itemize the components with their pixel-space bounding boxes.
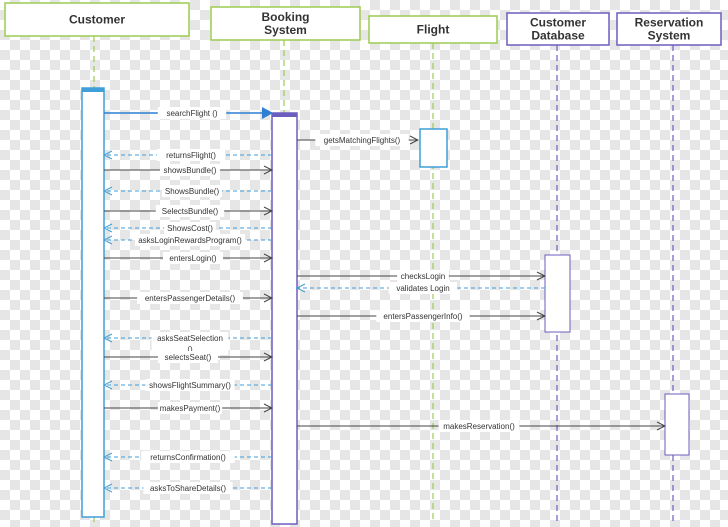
lifeline-header-box xyxy=(4,2,190,37)
message-call[interactable]: searchFlight () xyxy=(104,107,273,119)
message-label-background xyxy=(315,134,409,146)
messages-layer: searchFlight () getsMatchingFlights() retu… xyxy=(104,107,665,494)
lifeline-title: Reservation xyxy=(635,16,704,30)
lifeline-title: Database xyxy=(531,29,585,43)
message-call[interactable]: checksLogin xyxy=(297,270,545,282)
activation-bar-customer xyxy=(81,87,105,518)
message-label: searchFlight () xyxy=(166,109,217,118)
message-return[interactable]: asksToShareDetails() xyxy=(104,482,272,494)
message-call[interactable]: selectsSeat() xyxy=(104,351,272,363)
message-return[interactable]: showsFlightSummary() xyxy=(104,379,272,391)
lifeline-header-box xyxy=(506,12,610,46)
message-return[interactable]: asksSeatSelection () xyxy=(104,332,272,355)
activation-bars xyxy=(81,87,690,525)
message-label-background xyxy=(164,222,216,234)
message-call[interactable]: getsMatchingFlights() xyxy=(297,134,418,146)
message-label: SelectsBundle() xyxy=(162,207,219,216)
message-label-background xyxy=(137,292,243,304)
message-label-background xyxy=(438,420,520,432)
activation-cap xyxy=(82,88,104,92)
activation-bar-reservation xyxy=(664,393,690,456)
message-label-background xyxy=(161,185,223,197)
message-return[interactable]: ShowsCost() xyxy=(104,222,272,234)
message-label: entersPassengerDetails() xyxy=(145,294,236,303)
message-return[interactable]: asksLoginRewardsProgram() xyxy=(104,234,272,246)
activation-bar-flight xyxy=(419,128,448,168)
message-return[interactable]: returnsFlight() xyxy=(104,149,272,161)
message-label-background xyxy=(135,234,245,246)
message-label-background xyxy=(151,332,229,355)
message-label: entersPassengerInfo() xyxy=(383,312,462,321)
message-label-background xyxy=(376,310,470,322)
lifeline-title: System xyxy=(648,29,691,43)
activation-bar-customer-db xyxy=(544,254,571,333)
message-label-background xyxy=(388,282,458,294)
message-label: makesPayment() xyxy=(160,404,221,413)
lifeline-title: Customer xyxy=(69,13,125,27)
message-label-background xyxy=(157,351,219,363)
lifeline-title: Customer xyxy=(530,16,586,30)
message-label: returnsConfirmation() xyxy=(150,453,226,462)
message-return[interactable]: validates Login xyxy=(297,282,545,294)
message-call[interactable]: makesReservation() xyxy=(297,420,665,432)
message-label: showsBundle() xyxy=(164,166,217,175)
message-label-background xyxy=(159,164,221,176)
message-label: checksLogin xyxy=(401,272,445,281)
message-call[interactable]: makesPayment() xyxy=(104,402,272,414)
lifeline-header-box xyxy=(368,15,498,44)
message-label: ShowsCost() xyxy=(167,224,213,233)
message-label: showsFlightSummary() xyxy=(149,381,231,390)
message-label-background xyxy=(157,107,227,119)
message-label: ShowsBundle() xyxy=(165,187,220,196)
message-return[interactable]: returnsConfirmation() xyxy=(104,451,272,463)
message-call[interactable]: SelectsBundle() xyxy=(104,205,272,217)
message-label: asksSeatSelection xyxy=(157,334,223,343)
activation-cap xyxy=(272,113,297,117)
message-label-background xyxy=(157,402,223,414)
message-call[interactable]: entersPassengerInfo() xyxy=(297,310,545,322)
message-call[interactable]: entersLogin() xyxy=(104,252,272,264)
activation-bar-booking xyxy=(271,112,298,525)
lifeline-header-flight[interactable]: Flight xyxy=(368,15,498,44)
message-label-background xyxy=(162,252,224,264)
message-label: () xyxy=(187,345,193,354)
message-label-background xyxy=(155,205,225,217)
lifeline-header-box xyxy=(210,6,361,41)
lifeline-header-customer[interactable]: Customer xyxy=(4,2,190,37)
message-label: entersLogin() xyxy=(169,254,216,263)
message-label: getsMatchingFlights() xyxy=(324,136,401,145)
message-label-background xyxy=(397,270,449,282)
message-label: selectsSeat() xyxy=(165,353,212,362)
message-call[interactable]: entersPassengerDetails() xyxy=(104,292,272,304)
message-label: returnsFlight() xyxy=(166,151,216,160)
message-return[interactable]: ShowsBundle() xyxy=(104,185,272,197)
lifeline-header-box xyxy=(616,12,722,46)
message-label: makesReservation() xyxy=(443,422,515,431)
lifeline-title: Flight xyxy=(417,23,450,37)
message-label-background xyxy=(141,451,235,463)
message-label: asksToShareDetails() xyxy=(150,484,226,493)
message-label: validates Login xyxy=(396,284,449,293)
lifeline-title: System xyxy=(264,23,307,37)
lifeline-title: Booking xyxy=(262,10,310,24)
message-label: asksLoginRewardsProgram() xyxy=(138,236,242,245)
message-call[interactable]: showsBundle() xyxy=(104,164,272,176)
message-label-background xyxy=(143,482,233,494)
message-label-background xyxy=(145,379,235,391)
message-label-background xyxy=(156,149,226,161)
